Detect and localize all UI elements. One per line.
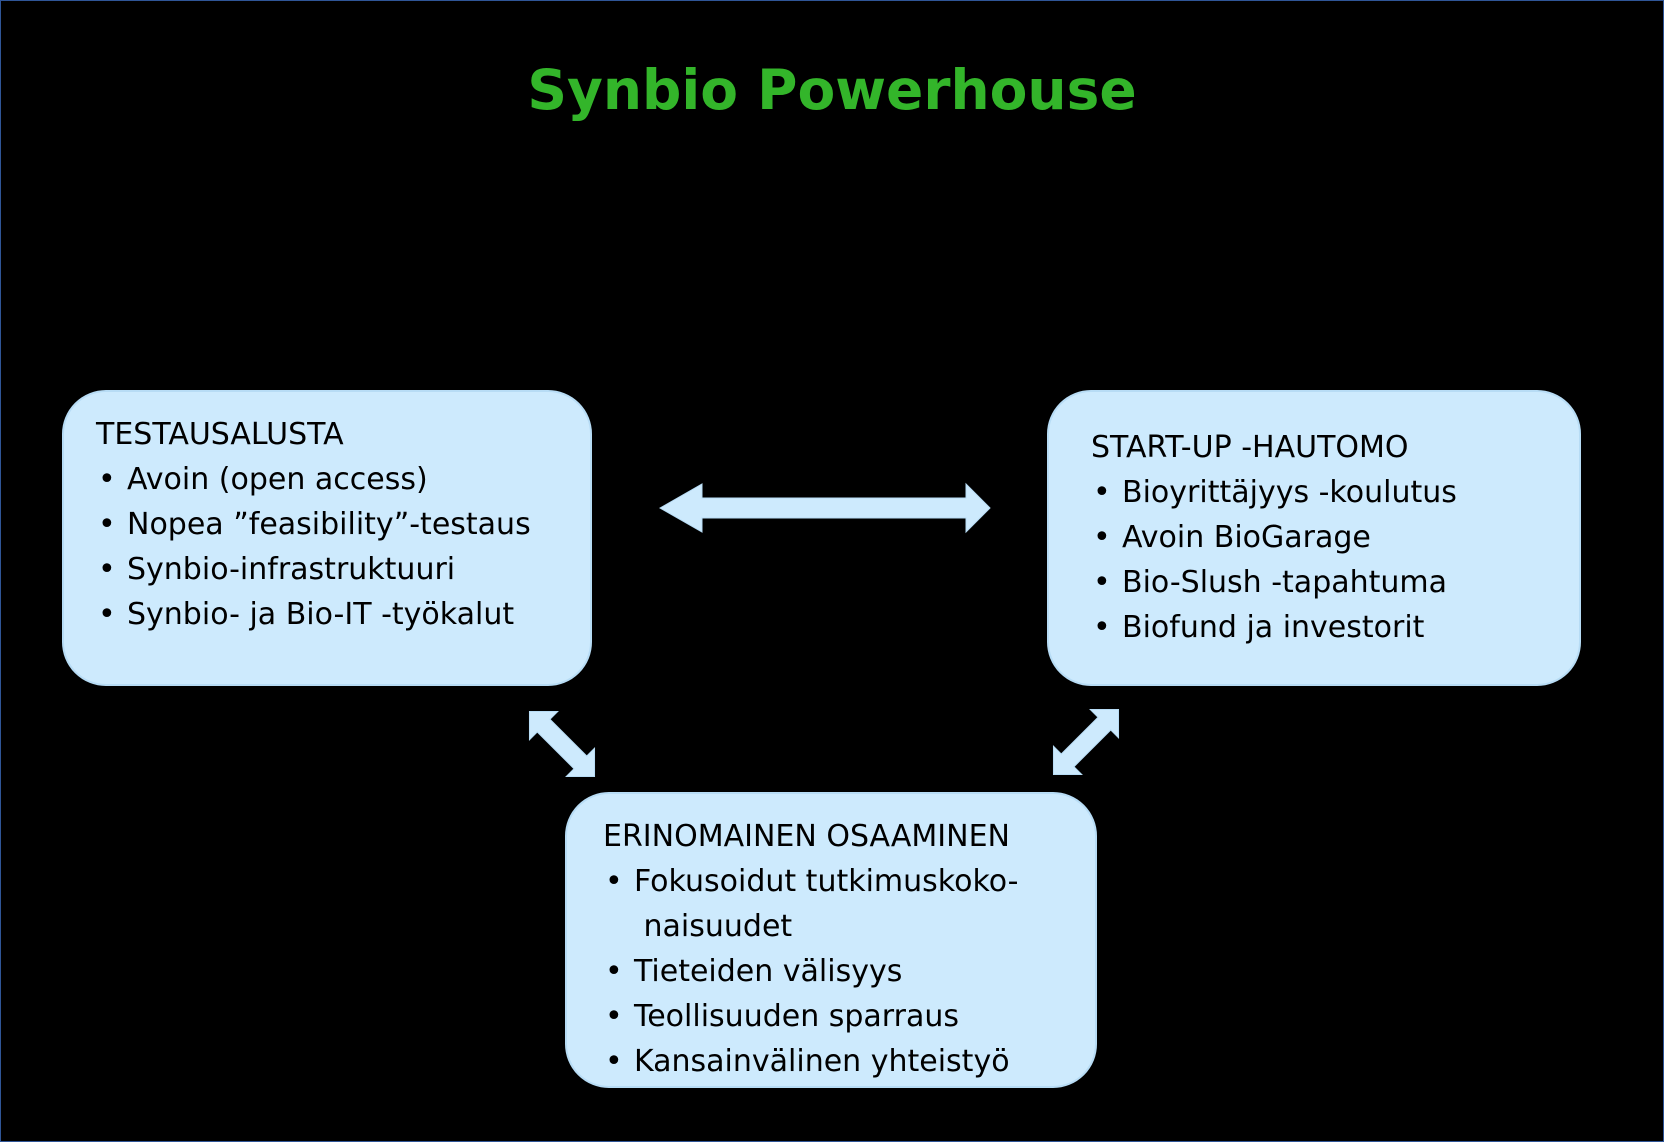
bullet: • — [98, 462, 116, 497]
list-item: • Nopea ”feasibility”-testaus — [96, 502, 570, 547]
list-item: • Avoin BioGarage — [1091, 515, 1559, 560]
node-testausalusta-heading: TESTAUSALUSTA — [96, 417, 344, 452]
list-item-text: Bio-Slush -tapahtuma — [1122, 565, 1448, 600]
list-item: • Teollisuuden sparraus — [603, 994, 1075, 1039]
list-item: • Synbio-infrastruktuuri — [96, 547, 570, 592]
list-item-text: Avoin (open access) — [127, 462, 428, 497]
list-item: • Fokusoidut tutkimuskoko- naisuudet — [603, 859, 1075, 949]
node-startup-heading: START-UP -HAUTOMO — [1091, 430, 1409, 465]
bullet: • — [98, 552, 116, 587]
list-item: • Tieteiden välisyys — [603, 949, 1075, 994]
list-item: • Kansainvälinen yhteistyö — [603, 1039, 1075, 1084]
list-item-text: Synbio- ja Bio-IT -työkalut — [127, 597, 515, 632]
node-osaaminen-list: • Fokusoidut tutkimuskoko- naisuudet • Tie… — [603, 859, 1075, 1084]
bullet: • — [605, 954, 623, 989]
bullet: • — [605, 864, 623, 899]
bullet: • — [1093, 520, 1111, 555]
list-item-text: Biofund ja investorit — [1122, 610, 1425, 645]
node-startup-list: • Bioyrittäjyys -koulutus • Avoin BioGarag… — [1091, 470, 1559, 650]
list-item-text: Teollisuuden sparraus — [634, 999, 959, 1034]
node-testausalusta: TESTAUSALUSTA • Avoin (open access) • Nope… — [62, 390, 592, 686]
bullet: • — [1093, 475, 1111, 510]
double-arrow-testausalusta-startup — [658, 482, 991, 534]
bullet: • — [98, 597, 116, 632]
node-erinomainen-osaaminen: ERINOMAINEN OSAAMINEN • Fokusoidut tutkim… — [565, 792, 1097, 1088]
node-osaaminen-heading: ERINOMAINEN OSAAMINEN — [603, 819, 1010, 854]
list-item: • Bioyrittäjyys -koulutus — [1091, 470, 1559, 515]
list-item: • Avoin (open access) — [96, 457, 570, 502]
bullet: • — [98, 507, 116, 542]
double-arrow-testausalusta-osaaminen — [528, 710, 596, 778]
node-startup-hautomo: START-UP -HAUTOMO • Bioyrittäjyys -koulut… — [1047, 390, 1581, 686]
list-item-text: Avoin BioGarage — [1122, 520, 1371, 555]
bullet: • — [1093, 565, 1111, 600]
list-item-text: Bioyrittäjyys -koulutus — [1122, 475, 1457, 510]
list-item-text: Nopea ”feasibility”-testaus — [127, 507, 531, 542]
list-item: • Biofund ja investorit — [1091, 605, 1559, 650]
bullet: • — [605, 999, 623, 1034]
node-testausalusta-list: • Avoin (open access) • Nopea ”feasibility… — [96, 457, 570, 637]
list-item-text: Tieteiden välisyys — [634, 954, 903, 989]
list-item-text: Kansainvälinen yhteistyö — [634, 1044, 1010, 1079]
bullet: • — [1093, 610, 1111, 645]
list-item-text: Synbio-infrastruktuuri — [127, 552, 456, 587]
diagram-title: Synbio Powerhouse — [527, 58, 1137, 122]
bullet: • — [605, 1044, 623, 1079]
list-item: • Bio-Slush -tapahtuma — [1091, 560, 1559, 605]
list-item: • Synbio- ja Bio-IT -työkalut — [96, 592, 570, 637]
double-arrow-startup-osaaminen — [1052, 708, 1120, 776]
list-item-text: Fokusoidut tutkimuskoko- naisuudet — [634, 864, 1019, 944]
